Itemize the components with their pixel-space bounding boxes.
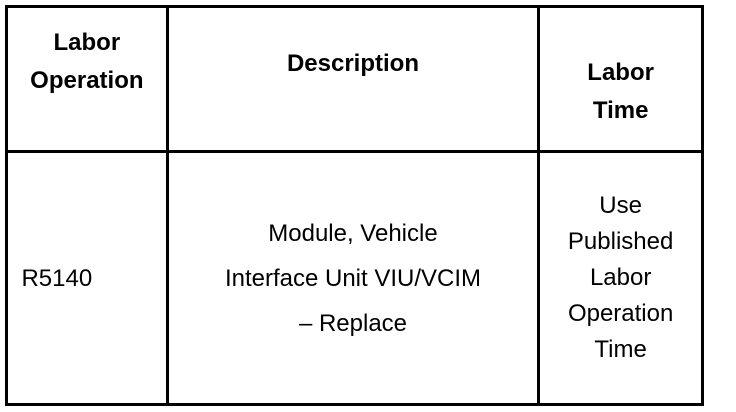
header-labor-operation-label: Labor Operation [30, 29, 144, 94]
cell-description: Module, Vehicle Interface Unit VIU/VCIM … [165, 150, 541, 406]
cell-labor-time: Use Published Labor Operation Time [537, 150, 704, 406]
cell-labor-operation: R5140 [5, 150, 169, 406]
description-text: Module, Vehicle Interface Unit VIU/VCIM … [224, 219, 482, 337]
table-row: R5140 Module, Vehicle Interface Unit VIU… [5, 150, 704, 406]
labor-time-text: Use Published Labor Operation Time [567, 192, 674, 363]
labor-operation-code: R5140 [21, 264, 93, 292]
header-description: Description [165, 5, 541, 153]
header-labor-time: Labor Time [537, 5, 704, 153]
labor-operation-table: Labor Operation Description Labor Time R… [5, 5, 704, 406]
header-labor-operation: Labor Operation [5, 5, 169, 153]
header-description-label: Description [286, 50, 419, 77]
table-header-row: Labor Operation Description Labor Time [5, 5, 704, 153]
header-labor-time-label: Labor Time [587, 59, 654, 124]
